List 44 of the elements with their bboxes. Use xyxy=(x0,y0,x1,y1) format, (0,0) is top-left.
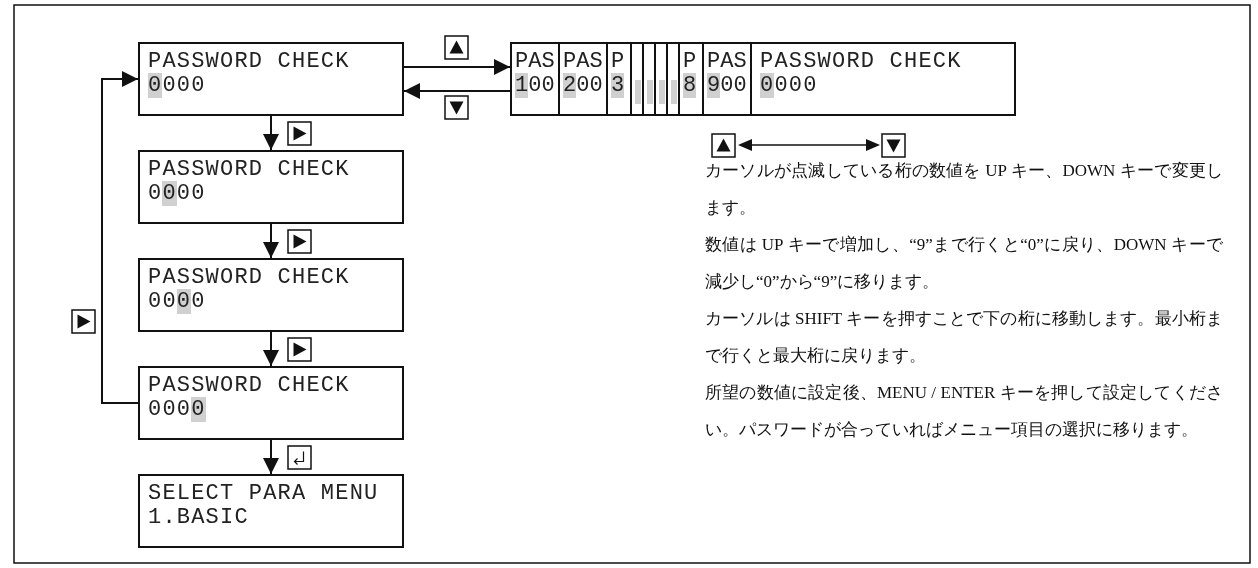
display-text: 900 xyxy=(707,74,748,98)
display-box xyxy=(750,42,1016,116)
arrow xyxy=(263,115,279,151)
arrow xyxy=(403,83,511,99)
display-text: P xyxy=(683,50,698,74)
display-text: P xyxy=(611,50,626,74)
display-text: 0000 xyxy=(148,290,207,314)
display-box xyxy=(138,150,404,224)
display-box xyxy=(702,42,752,116)
display-box xyxy=(138,366,404,440)
display-text: SELECT PARA MENU xyxy=(148,482,380,506)
display-text: PASSWORD CHECK xyxy=(148,266,351,290)
display-text: PASSWORD CHECK xyxy=(760,50,963,74)
display-text: 0000 xyxy=(148,398,207,422)
arrow xyxy=(101,71,139,404)
display-text: PASSWORD CHECK xyxy=(148,374,351,398)
display-box xyxy=(138,258,404,332)
display-text: 0000 xyxy=(760,74,819,98)
note-text: カーソルは SHIFT キーを押すことで下の桁に移動します。最小桁まで行くと最大桁に戻ります。 xyxy=(705,308,1223,367)
display-text: 0000 xyxy=(148,182,207,206)
display-text: PASSWORD CHECK xyxy=(148,50,351,74)
display-box xyxy=(138,42,404,116)
display-box xyxy=(510,42,560,116)
display-box xyxy=(138,474,404,548)
display-text: 1.BASIC xyxy=(148,506,250,530)
display-text: 0000 xyxy=(148,74,207,98)
display-text: PASSWORD CHECK xyxy=(148,158,351,182)
display-box xyxy=(606,42,632,116)
display-text: 8 xyxy=(683,74,698,98)
display-text: 100 xyxy=(515,74,556,98)
display-box xyxy=(558,42,608,116)
display-box xyxy=(678,42,704,116)
arrow xyxy=(263,331,279,367)
arrow xyxy=(403,59,511,75)
display-text: PAS xyxy=(515,50,556,74)
note-text: 数値は UP キーで増加し、“9”まで行くと“0”に戻り、DOWN キーで減少し“0”から“9”に移ります。 xyxy=(705,234,1223,293)
note-text: カーソルが点滅している桁の数値を UP キー、DOWN キーで変更します。 xyxy=(705,160,1223,219)
display-text: PAS xyxy=(563,50,604,74)
display-text: PAS xyxy=(707,50,748,74)
arrow xyxy=(263,223,279,259)
arrow xyxy=(263,439,279,475)
display-text: 3 xyxy=(611,74,626,98)
note-text: 所望の数値に設定後、MENU / ENTER キーを押して設定してください。パスワードが合っていればメニュー項目の選択に移ります。 xyxy=(705,382,1223,441)
display-text: 200 xyxy=(563,74,604,98)
